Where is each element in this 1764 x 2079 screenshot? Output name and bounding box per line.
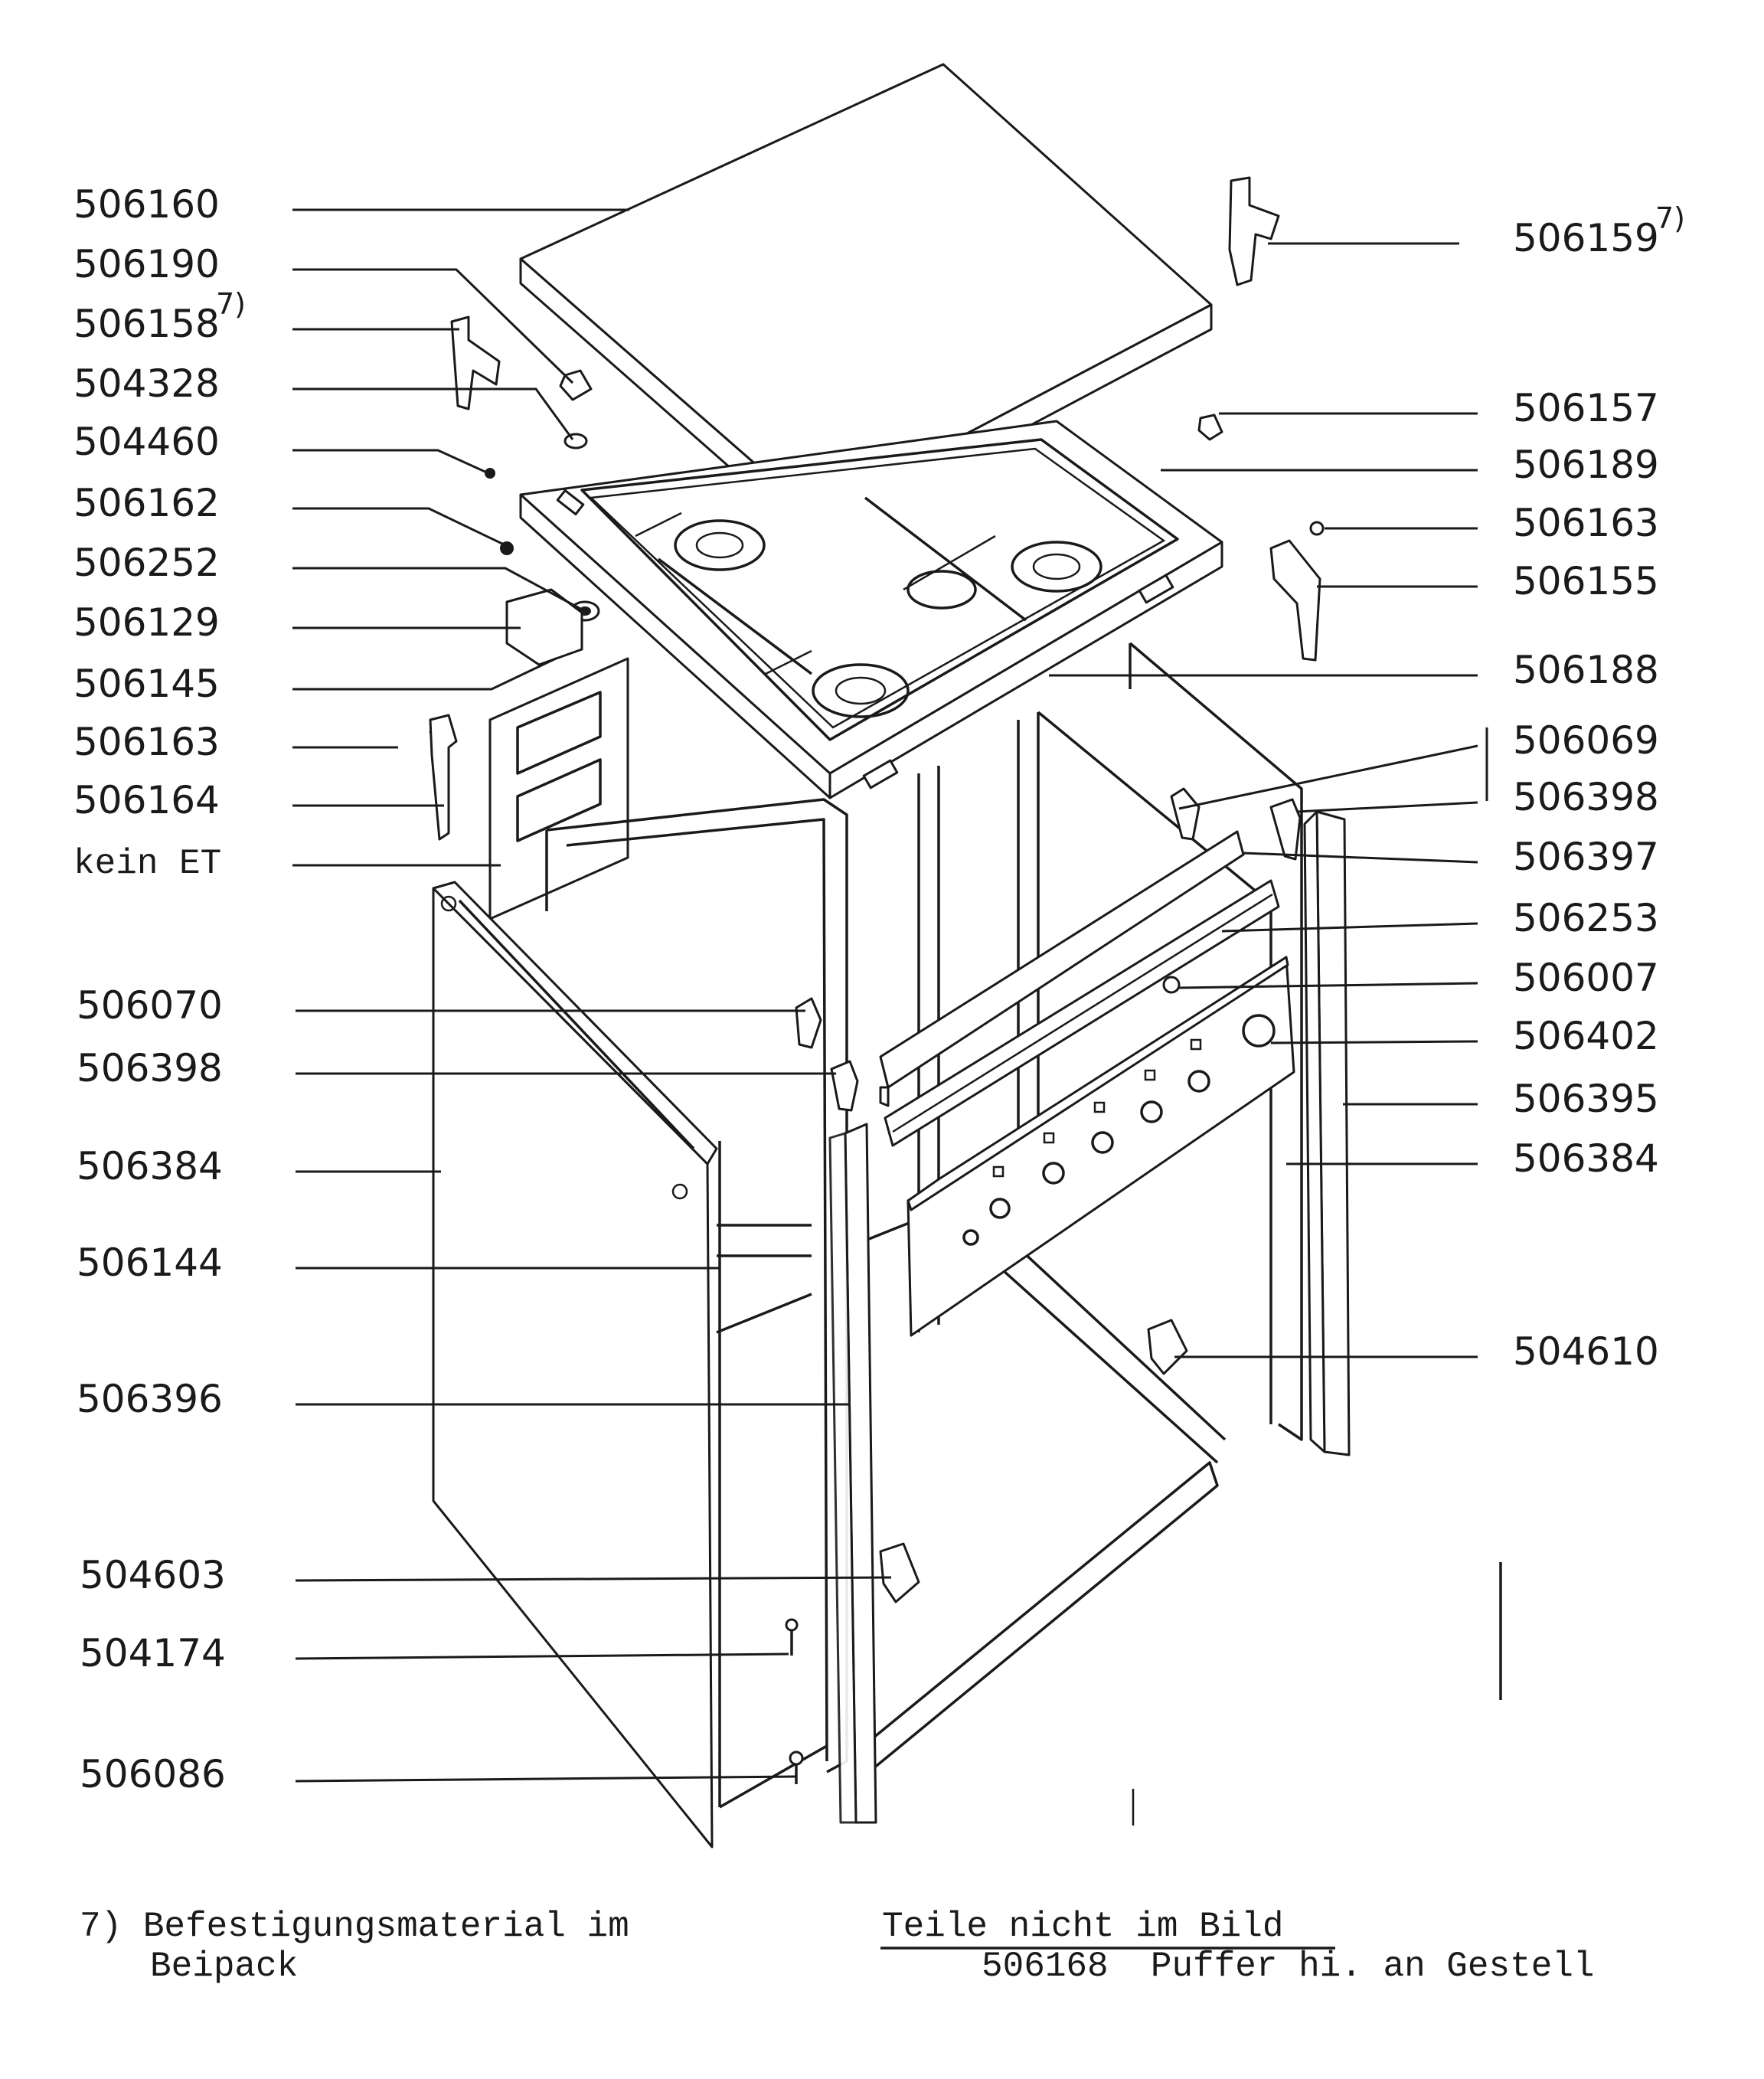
part-number-506144: 506144 [77, 1241, 223, 1285]
part-number-506158: 506158 [74, 302, 220, 346]
part-number-504610: 504610 [1513, 1329, 1659, 1374]
right-side-strip [1303, 810, 1351, 1456]
part-number-506384: 506384 [77, 1144, 223, 1188]
fittings [429, 176, 1325, 1784]
part-number-506398: 506398 [77, 1046, 223, 1090]
part-number-506163: 506163 [1513, 501, 1659, 545]
part-number-506155: 506155 [1513, 559, 1659, 603]
parts-not-shown-heading: Teile nicht im Bild [882, 1907, 1284, 1947]
footnote-mark: 7) [1655, 201, 1685, 235]
part-number-506190: 506190 [74, 242, 220, 286]
leader-lines [292, 208, 1488, 1783]
part-number-506163: 506163 [74, 720, 220, 764]
part-number-506397: 506397 [1513, 835, 1659, 879]
part-number-506145: 506145 [74, 662, 220, 706]
part-number-506188: 506188 [1513, 648, 1659, 692]
part-number-506070: 506070 [77, 983, 223, 1028]
part-number-506402: 506402 [1513, 1014, 1659, 1058]
part-number-506396: 506396 [77, 1377, 223, 1421]
part-number-504328: 504328 [74, 361, 220, 406]
part-number-506252: 506252 [74, 541, 220, 585]
part-number-506189: 506189 [1513, 443, 1659, 487]
part-number-506253: 506253 [1513, 896, 1659, 940]
cabinet-drawing [429, 63, 1502, 1849]
footnote-line-1: 7) Befestigungsmaterial im [80, 1907, 629, 1947]
part-number-506159: 506159 [1513, 216, 1659, 260]
left-side-panel [432, 881, 718, 1849]
part-number-504460: 504460 [74, 420, 220, 464]
part-number-506384: 506384 [1513, 1136, 1659, 1181]
part-labels-right: 506159 7) 506157 506189 506163 506155 50… [1513, 201, 1685, 1374]
footnote-line-2: Beipack [150, 1947, 298, 1986]
hob-frame [519, 420, 1223, 799]
part-labels-left: 506160 506190 506158 7) 504328 504460 50… [74, 182, 246, 1796]
part-number-506069: 506069 [1513, 718, 1659, 763]
parts-not-shown-item: 506168 Puffer hi. an Gestell [982, 1947, 1595, 1986]
front-corner-strip [828, 1123, 877, 1824]
part-number-506395: 506395 [1513, 1077, 1659, 1121]
part-number-504174: 504174 [80, 1631, 226, 1675]
rear-panel [488, 657, 629, 920]
part-number-506160: 506160 [74, 182, 220, 227]
part-number-506086: 506086 [80, 1752, 226, 1796]
footnotes: 7) Befestigungsmaterial im Beipack Teile… [80, 1907, 1595, 1986]
part-number-506157: 506157 [1513, 386, 1659, 430]
part-number-506162: 506162 [74, 481, 220, 525]
part-number-506129: 506129 [74, 600, 220, 645]
part-label-kein-et: kein ET [74, 844, 221, 884]
part-number-504603: 504603 [80, 1553, 226, 1597]
part-number-506398: 506398 [1513, 775, 1659, 819]
part-number-506164: 506164 [74, 778, 220, 822]
rear-rails [879, 830, 1280, 1147]
footnote-mark: 7) [216, 287, 246, 321]
control-panel [906, 956, 1295, 1337]
part-number-506007: 506007 [1513, 956, 1659, 1000]
